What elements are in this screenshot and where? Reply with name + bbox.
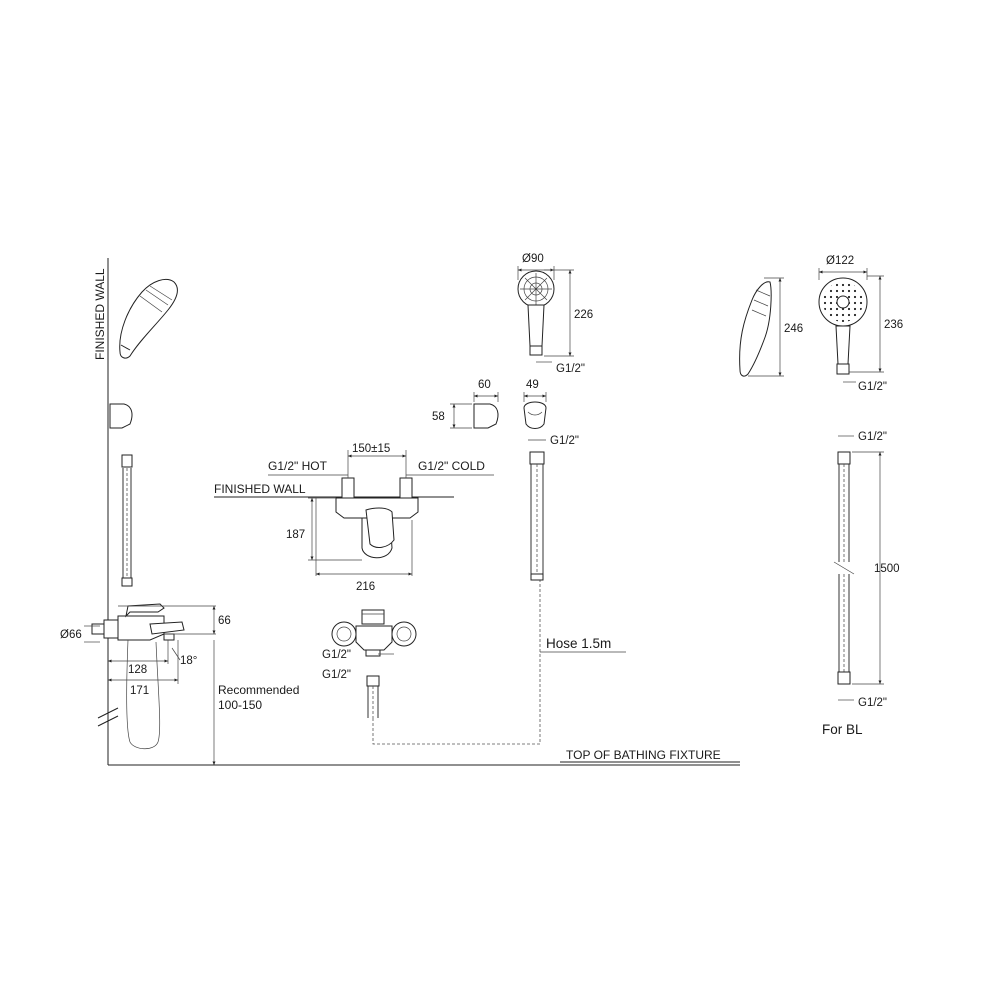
dim-1500: 1500 [874,563,900,575]
hand-shower-90: Ø90 226 G1/2" [517,253,593,375]
dim-246: 246 [784,323,803,335]
mixer-top-view: FINISHED WALL 150±15 G1/2" HOT G1/2" COL… [214,443,494,593]
dim-187: 187 [286,529,305,541]
thread-shower-90-label: G1/2" [556,363,585,375]
shower-holder-side-icon [109,403,133,429]
top-of-bathing-fixture-label: TOP OF BATHING FIXTURE [566,748,721,762]
hose-center: Hose 1.5m [529,451,626,653]
bath-mixer-side-icon [91,603,185,750]
thread-lower-label-1: G1/2" [322,649,351,661]
hose-length-label: Hose 1.5m [546,636,611,651]
cold-inlet-icon [399,477,413,499]
holder-side-icon [473,403,499,429]
diameter-90-label: Ø90 [522,253,544,265]
hose-connector-icon [366,675,380,687]
hot-inlet-icon [341,477,355,499]
thread-shower-122-label: G1/2" [858,381,887,393]
hand-shower-122-side-icon [739,281,772,377]
dim-66: 66 [218,615,231,627]
hand-shower-side-icon [119,278,178,359]
wall-holder-views: 60 58 49 G1/2" [432,379,579,447]
thread-holder-label: G1/2" [550,435,579,447]
hand-shower-122: 246 Ø122 236 G1/2" [739,255,903,393]
for-bl-label: For BL [822,722,863,737]
dim-49: 49 [526,379,539,391]
mixer-body-top-icon [335,497,419,559]
mixer-front-view: G1/2" G1/2" [322,576,541,745]
diameter-66-label: Ø66 [60,629,82,641]
dim-150: 150±15 [352,443,390,455]
recommended-range: 100-150 [218,698,262,712]
shower-hose-side [121,454,133,587]
shower-hose-bl: G1/2" 1500 G1/2" For BL [822,431,900,737]
dim-216: 216 [356,581,375,593]
dim-128: 128 [128,664,147,676]
thread-lower-label-2: G1/2" [322,669,351,681]
dim-236: 236 [884,319,903,331]
thread-hose-top-label: G1/2" [858,431,887,443]
dim-58: 58 [432,411,445,423]
cold-inlet-label: G1/2" COLD [418,459,485,473]
hot-inlet-label: G1/2" HOT [268,459,328,473]
side-installation-view: FINISHED WALL [60,258,740,766]
diameter-122-label: Ø122 [826,255,854,267]
mixer-body-front-icon [331,609,417,657]
hand-shower-90-front-icon [517,270,555,356]
angle-18-label: 18° [180,655,197,667]
finished-wall-label: FINISHED WALL [214,482,306,496]
hose-routing-line [372,576,541,745]
hose-segment-front [367,686,379,718]
recommended-label: Recommended [218,683,299,697]
hand-shower-122-front-icon [818,277,868,375]
dim-226: 226 [574,309,593,321]
finished-wall-vertical-label: FINISHED WALL [93,268,107,360]
thread-hose-bottom-label: G1/2" [858,697,887,709]
dim-171: 171 [130,685,149,697]
dim-60: 60 [478,379,491,391]
